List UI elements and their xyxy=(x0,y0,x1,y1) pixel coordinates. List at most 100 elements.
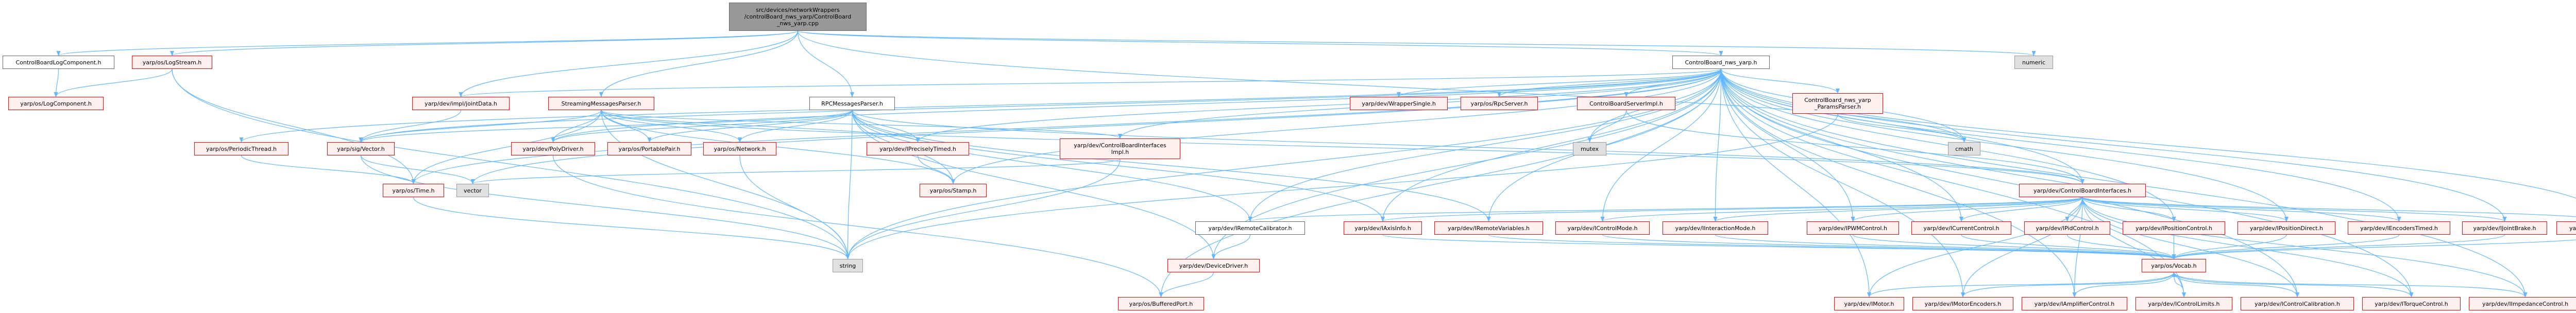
edge-cbi-to-iaxisinfo xyxy=(1381,197,2083,222)
edge-ivelocity-to-vocab xyxy=(2172,239,2576,259)
edge-cbh-to-icontrolcal xyxy=(1720,68,2299,298)
node-controlboardinterfaces-h[interactable]: yarp/dev/ControlBoardInterfaces.h xyxy=(2019,184,2146,197)
node-rpcserver-h[interactable]: yarp/os/RpcServer.h xyxy=(1461,97,1538,110)
edge-cbi-to-iimpedance xyxy=(2082,197,2528,298)
node-ipreciselytimed-h[interactable]: yarp/dev/IPreciselyTimed.h xyxy=(867,142,969,155)
node-iinteractionmode-h[interactable]: yarp/dev/IInteractionMode.h xyxy=(1663,221,1768,235)
node-iaxisinfo-h[interactable]: yarp/dev/IAxisInfo.h xyxy=(1344,221,1422,235)
edge-smp-to-network xyxy=(601,110,742,143)
node-bufferedport-h[interactable]: yarp/os/BufferedPort.h xyxy=(1118,297,1204,310)
edge-cbh-to-ipwm xyxy=(1720,68,1855,222)
edge-rpcmp-to-iremotecal xyxy=(852,110,1252,222)
node-string: string xyxy=(833,259,863,272)
edge-cbi-to-itorque xyxy=(2082,197,2414,298)
node-imotorencoders-h[interactable]: yarp/dev/IMotorEncoders.h xyxy=(1912,297,2013,310)
node-std-vector: vector xyxy=(456,184,489,197)
node-icurrentcontrol-h[interactable]: yarp/dev/ICurrentControl.h xyxy=(1911,221,2011,235)
edge-iposdirect-to-vocab xyxy=(2172,234,2287,259)
node-controlboardserverimpl-h[interactable]: ControlBoardServerImpl.h xyxy=(1577,97,1675,110)
node-icontrolmode-h[interactable]: yarp/dev/IControlMode.h xyxy=(1555,221,1650,235)
node-iamplifiercontrol-h[interactable]: yarp/dev/IAmplifierControl.h xyxy=(2022,297,2127,310)
edge-logstream-to-logcomp xyxy=(54,68,173,97)
node-iimpedancecontrol-h[interactable]: yarp/dev/IImpedanceControl.h xyxy=(2469,297,2576,310)
node-stamp-h[interactable]: yarp/os/Stamp.h xyxy=(920,184,987,197)
edge-cbii-to-vector xyxy=(470,159,1121,184)
node-polydriver-h[interactable]: yarp/dev/PolyDriver.h xyxy=(511,142,595,155)
edge-smp-to-sigvector xyxy=(359,110,602,143)
node-portablepair-h[interactable]: yarp/os/PortablePair.h xyxy=(607,142,691,155)
node-iremotevariables-h[interactable]: yarp/dev/IRemoteVariables.h xyxy=(1434,221,1543,235)
node-icontrolcalibration-h[interactable]: yarp/dev/IControlCalibration.h xyxy=(2241,297,2354,310)
edge-cbi-to-iremotecal xyxy=(1248,197,2083,222)
node-mutex: mutex xyxy=(1573,142,1606,155)
edge-cbi-to-iencoders xyxy=(2082,197,2401,222)
node-jointdata-h[interactable]: yarp/dev/impl/jointData.h xyxy=(412,97,510,110)
node-logstream-h[interactable]: yarp/os/LogStream.h xyxy=(132,56,212,69)
node-rpcmessagesparser-h[interactable]: RPCMessagesParser.h xyxy=(809,97,895,110)
node-icontrollimits-h[interactable]: yarp/dev/IControlLimits.h xyxy=(2136,297,2232,310)
node-controlboardinterfacesimpl-h[interactable]: yarp/dev/ControlBoardInterfaces Impl.h xyxy=(1060,138,1180,159)
edge-iaxisinfo-to-vocab xyxy=(1382,234,2176,259)
node-time-h[interactable]: yarp/os/Time.h xyxy=(383,184,444,197)
edge-cbh-to-jointdata xyxy=(459,68,1722,97)
edge-main-to-numeric xyxy=(797,30,2036,56)
edge-cbh-to-iaxisinfo xyxy=(1381,68,1722,222)
edge-iencoders-to-vocab xyxy=(2172,234,2400,259)
edge-cbh-to-itorque xyxy=(1720,68,2414,298)
edge-cbh-to-bufferedport xyxy=(1159,68,1722,298)
edge-cbh-to-params xyxy=(1720,68,1840,94)
edge-iimpedance-to-vocab xyxy=(2172,272,2526,298)
node-ipositioncontrol-h[interactable]: yarp/dev/IPositionControl.h xyxy=(2123,221,2225,235)
node-streamingmessagesparser-h[interactable]: StreamingMessagesParser.h xyxy=(548,97,654,110)
edge-cbi-to-icontrolcal xyxy=(2082,197,2299,298)
edge-periodic-to-time xyxy=(241,155,416,184)
edge-cbh-to-icontrolmode xyxy=(1600,68,1722,222)
node-controlboard-nws-yarp-h[interactable]: ControlBoard_nws_yarp.h xyxy=(1672,56,1770,69)
edge-main-to-jointdata xyxy=(459,30,799,97)
edge-cbi-to-iposdirect xyxy=(2082,197,2289,222)
node-controlboard-nws-yarp-cpp[interactable]: src/devices/networkWrappers /controlBoar… xyxy=(729,3,867,31)
edge-params-to-cmath xyxy=(1837,113,1967,143)
edge-ijointbrake-to-vocab xyxy=(2172,234,2505,259)
node-ipwmcontrol-h[interactable]: yarp/dev/IPWMControl.h xyxy=(1807,221,1899,235)
node-itorquecontrol-h[interactable]: yarp/dev/ITorqueControl.h xyxy=(2362,297,2461,310)
node-network-h[interactable]: yarp/os/Network.h xyxy=(703,142,776,155)
edge-cblog-to-logcomp xyxy=(54,68,59,97)
edge-cbh-to-vector xyxy=(470,68,1722,184)
edge-icontrolmode-to-vocab xyxy=(1602,234,2176,259)
node-periodicthread-h[interactable]: yarp/os/PeriodicThread.h xyxy=(194,142,289,155)
edge-smp-to-cbi xyxy=(601,110,2084,184)
edge-cbi-to-imotor xyxy=(1867,197,2083,298)
node-iencoderstimed-h[interactable]: yarp/dev/IEncodersTimed.h xyxy=(2348,221,2450,235)
node-iremotecalibrator-h[interactable]: yarp/dev/IRemoteCalibrator.h xyxy=(1195,221,1305,235)
edge-cbh-to-iposition xyxy=(1720,68,2176,222)
node-imotor-h[interactable]: yarp/dev/IMotor.h xyxy=(1834,297,1904,310)
edge-cbh-to-ijointbrake xyxy=(1720,68,2507,222)
node-ipidcontrol-h[interactable]: yarp/dev/IPidControl.h xyxy=(2024,221,2110,235)
node-ipositiondirect-h[interactable]: yarp/dev/IPositionDirect.h xyxy=(2238,221,2335,235)
edge-rpcmp-to-devicedriver xyxy=(852,110,1216,259)
node-wrappersingle-h[interactable]: yarp/dev/WrapperSingle.h xyxy=(1350,97,1448,110)
edge-cbh-to-stamp xyxy=(951,68,1722,184)
edge-cbh-to-iencoders xyxy=(1720,68,2401,222)
node-logcomponent-h[interactable]: yarp/os/LogComponent.h xyxy=(8,97,104,110)
node-ivelocitycontrol-h[interactable]: yarp/dev/IVelocityControl.h xyxy=(2556,221,2576,235)
edge-iamplifier-to-vocab xyxy=(2074,272,2176,298)
node-sig-vector-h[interactable]: yarp/sig/Vector.h xyxy=(327,142,395,155)
edge-rpcmp-to-iaxisinfo xyxy=(852,110,1385,222)
node-controlboardlogcomponent-h[interactable]: ControlBoardLogComponent.h xyxy=(3,56,114,69)
edge-main-to-rpcmp xyxy=(797,30,854,97)
edge-iprecisely-to-stamp xyxy=(917,155,955,184)
edge-main-to-smp xyxy=(599,30,799,97)
node-paramsparser-h[interactable]: ControlBoard_nws_yarp _ParamsParser.h xyxy=(1792,93,1883,114)
edge-main-to-logstream xyxy=(170,30,799,56)
node-ijointbrake-h[interactable]: yarp/dev/IJointBrake.h xyxy=(2462,221,2547,235)
edge-rpcmp-to-sigvector xyxy=(359,110,853,143)
edge-imotorenc-to-vocab xyxy=(1962,272,2176,298)
node-numeric: numeric xyxy=(2014,56,2053,69)
edge-sigvector-to-string xyxy=(360,155,850,259)
edge-rpcmp-to-polydriver xyxy=(551,110,853,143)
edge-cbh-to-iinteraction xyxy=(1713,68,1722,222)
node-vocab-h[interactable]: yarp/os/Vocab.h xyxy=(2142,259,2206,272)
node-devicedriver-h[interactable]: yarp/dev/DeviceDriver.h xyxy=(1167,259,1260,272)
